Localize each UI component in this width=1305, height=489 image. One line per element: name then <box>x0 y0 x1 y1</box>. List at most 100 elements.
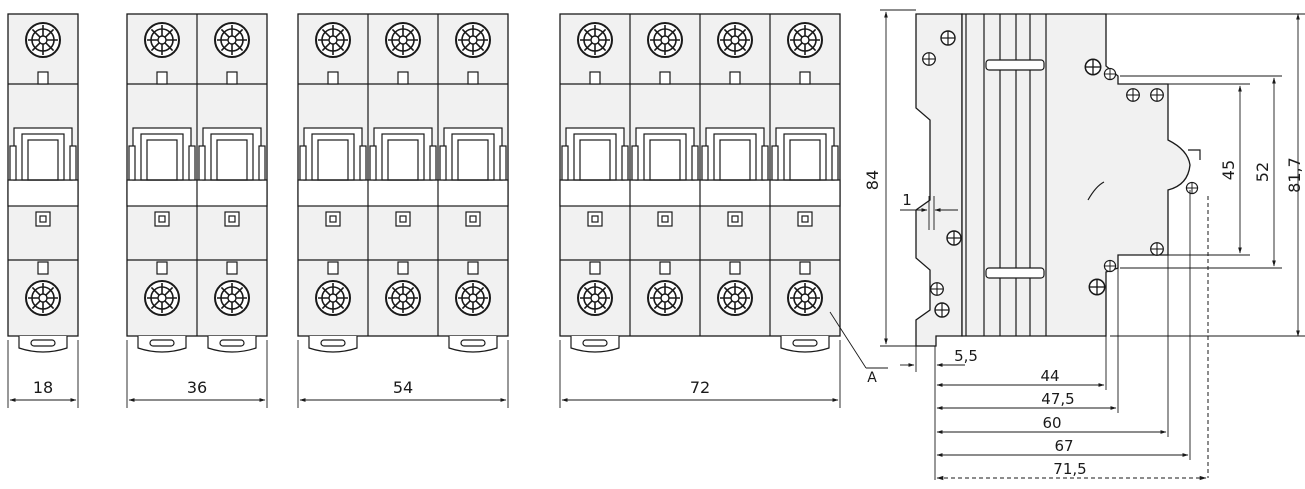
handle-side <box>621 145 629 181</box>
status-window-inner <box>591 215 599 223</box>
status-window-inner <box>158 215 166 223</box>
terminal-tab <box>659 261 671 275</box>
status-window-inner <box>399 215 407 223</box>
status-window <box>657 211 673 227</box>
side-view: 84 1 5,5 A 45 52 81,7 44 47,5 60 67 71,5 <box>829 9 1305 481</box>
width-label: 36 <box>187 378 207 397</box>
breaker-front-2-pole: 36 <box>126 13 268 408</box>
toggle-band <box>7 179 79 207</box>
handle-side <box>9 145 17 181</box>
terminal-tab <box>799 261 811 275</box>
handle-frame <box>565 127 625 181</box>
vertical-dim-52: 52 <box>1253 162 1272 182</box>
handle-frame <box>303 127 363 181</box>
status-window-inner <box>39 215 47 223</box>
terminal-screw-bottom <box>214 280 250 316</box>
handle-side <box>69 145 77 181</box>
handle-lever <box>789 139 821 181</box>
rail-clip-slot <box>149 339 175 347</box>
terminal-screw-top <box>787 22 823 58</box>
handle-side <box>429 145 437 181</box>
terminal-tab <box>226 261 238 275</box>
handle-frame <box>635 127 695 181</box>
handle-lever <box>317 139 349 181</box>
gap-label: 1 <box>902 191 912 209</box>
breaker-front-4-pole: 72 <box>559 13 841 408</box>
depth-dim-67: 67 <box>1054 437 1073 455</box>
rail-clip <box>18 336 68 353</box>
rail-clip-slot <box>792 339 818 347</box>
terminal-tab <box>327 261 339 275</box>
terminal-tab <box>799 71 811 85</box>
terminal-tab <box>589 71 601 85</box>
handle-side <box>771 145 779 181</box>
depth-dim-47-5: 47,5 <box>1041 390 1074 408</box>
terminal-tab <box>467 71 479 85</box>
handle-frame <box>202 127 262 181</box>
side-dimension-lines <box>880 9 1305 480</box>
handle-side <box>299 145 307 181</box>
terminal-tab <box>37 261 49 275</box>
status-window <box>797 211 813 227</box>
height-label: 84 <box>863 170 882 190</box>
terminal-screw-bottom <box>455 280 491 316</box>
handle-frame <box>132 127 192 181</box>
status-window-inner <box>329 215 337 223</box>
terminal-screw-bottom <box>315 280 351 316</box>
terminal-tab <box>397 71 409 85</box>
handle-side <box>359 145 367 181</box>
handle-frame <box>13 127 73 181</box>
status-window-inner <box>731 215 739 223</box>
status-window <box>587 211 603 227</box>
handle-side <box>691 145 699 181</box>
handle-side <box>701 145 709 181</box>
handle-frame <box>705 127 765 181</box>
terminal-screw-bottom <box>385 280 421 316</box>
status-window <box>224 211 240 227</box>
depth-dim-60: 60 <box>1042 414 1061 432</box>
depth-dim-44: 44 <box>1040 367 1059 385</box>
status-window-inner <box>661 215 669 223</box>
handle-side <box>561 145 569 181</box>
handle-side <box>439 145 447 181</box>
terminal-tab <box>156 261 168 275</box>
rail-clip-slot <box>219 339 245 347</box>
terminal-screw-bottom <box>717 280 753 316</box>
terminal-screw-bottom <box>577 280 613 316</box>
terminal-tab <box>729 71 741 85</box>
handle-side <box>831 145 839 181</box>
status-window <box>395 211 411 227</box>
terminal-tab <box>729 261 741 275</box>
terminal-tab <box>589 261 601 275</box>
terminal-screw-top <box>717 22 753 58</box>
toggle-band <box>297 179 509 207</box>
status-window-inner <box>228 215 236 223</box>
terminal-screw-top <box>315 22 351 58</box>
terminal-tab <box>397 261 409 275</box>
side-ribs <box>965 14 1047 336</box>
handle-side <box>631 145 639 181</box>
terminal-screw-top <box>455 22 491 58</box>
terminal-tab <box>156 71 168 85</box>
status-window <box>35 211 51 227</box>
offset-label: 5,5 <box>954 347 978 365</box>
rail-clip-slot <box>582 339 608 347</box>
terminal-screw-bottom <box>647 280 683 316</box>
handle-side <box>499 145 507 181</box>
status-window <box>727 211 743 227</box>
handle-lever <box>719 139 751 181</box>
vertical-dim-81-7: 81,7 <box>1285 157 1304 193</box>
handle-lever <box>649 139 681 181</box>
handle-side <box>761 145 769 181</box>
callout-label: A <box>867 370 877 386</box>
terminal-screw-top <box>385 22 421 58</box>
terminal-screw-top <box>144 22 180 58</box>
breaker-front-3-pole: 54 <box>297 13 509 408</box>
handle-side <box>198 145 206 181</box>
handle-lever <box>146 139 178 181</box>
width-label: 18 <box>33 378 53 397</box>
rail-clip-slot <box>460 339 486 347</box>
rail-clip <box>207 336 257 353</box>
